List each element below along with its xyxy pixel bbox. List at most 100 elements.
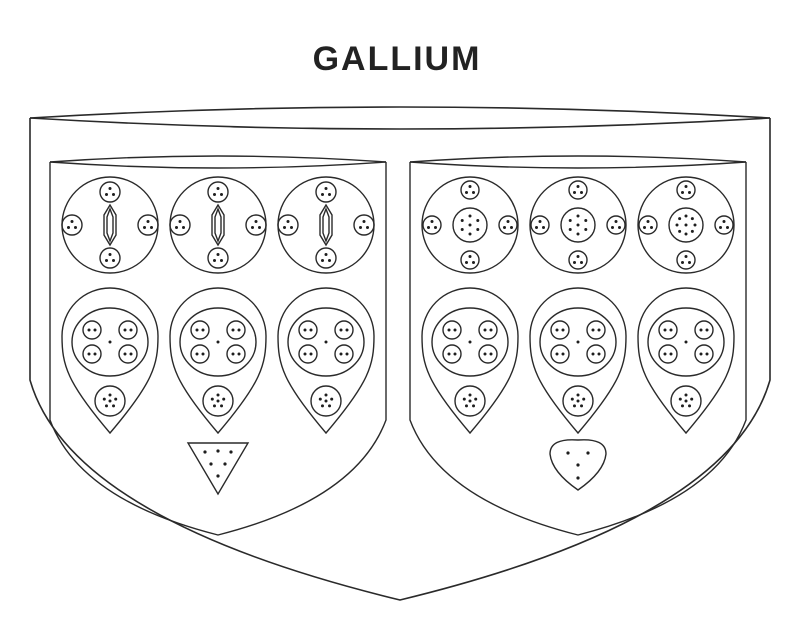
teardrop-unit [277,287,375,435]
inner-oval [179,307,257,377]
left-inner-shield [49,155,387,536]
atom-circle [568,250,588,270]
atom-circle [478,344,498,364]
atom-circle [442,320,462,340]
unit-outline [169,176,267,274]
atom-circle [460,250,480,270]
atom-circle [676,180,696,200]
cross-unit [529,176,627,274]
teardrop-unit [61,287,159,435]
lower-atom-circle [670,385,702,417]
atom-circle [82,344,102,364]
rhomb-inner [214,207,222,243]
atom-circle [190,320,210,340]
atom-circle [99,247,121,269]
atom-circle [586,344,606,364]
bottom-right-unit-group [421,287,735,435]
triangle-unit [186,442,250,496]
inner-oval [287,307,365,377]
unit-outline [61,176,159,274]
atom-circle [207,247,229,269]
atom-circle [442,344,462,364]
lower-atom-circle [454,385,486,417]
teardrop-outline [61,287,159,435]
atom-circle [694,320,714,340]
atom-circle [422,215,442,235]
lower-atom-circle [202,385,234,417]
atom-circle [638,215,658,235]
atom-circle [99,181,121,203]
bottom-left-unit-group [61,287,375,435]
atom-circle [606,215,626,235]
atom-circle [694,344,714,364]
cross-unit [421,176,519,274]
octahedral-unit [277,176,375,274]
atom-circle [226,344,246,364]
inner-oval [539,307,617,377]
atom-circle [353,214,375,236]
atom-circle [315,247,337,269]
atom-circle [82,320,102,340]
atom-circle [550,320,570,340]
atom-circle [118,320,138,340]
atom-circle [298,320,318,340]
teardrop-outline [421,287,519,435]
atom-circle [460,180,480,200]
atom-circle [658,344,678,364]
unit-outline [637,176,735,274]
lower-atom-circle [562,385,594,417]
plate-title: GALLIUM [312,40,482,78]
rhomb-inner [322,207,330,243]
inner-oval [431,307,509,377]
atom-circle [190,344,210,364]
atom-circle [676,250,696,270]
inner-oval [647,307,725,377]
teardrop-unit [529,287,627,435]
atom-circle [277,214,299,236]
unit-outline [421,176,519,274]
atom-circle [530,215,550,235]
atom-circle [207,181,229,203]
atom-circle [118,344,138,364]
right-inner-shield [409,155,747,536]
octahedral-unit [169,176,267,274]
atom-circle [498,215,518,235]
rhomb-center [103,203,117,247]
inner-oval [71,307,149,377]
unit-outline [529,176,627,274]
atom-circle [245,214,267,236]
top-right-unit-group [421,176,735,274]
lower-atom-circle [310,385,342,417]
atom-circle [137,214,159,236]
atom-circle [478,320,498,340]
teardrop-unit [421,287,519,435]
atom-circle [169,214,191,236]
atom-circle [568,180,588,200]
atom-circle [298,344,318,364]
atom-circle [315,181,337,203]
atom-circle [226,320,246,340]
atom-circle [550,344,570,364]
atom-circle [586,320,606,340]
teardrop-outline [277,287,375,435]
lower-atom-circle [94,385,126,417]
rhomb-center [319,203,333,247]
teardrop-unit [637,287,735,435]
atom-circle [334,344,354,364]
unit-outline [277,176,375,274]
octahedral-unit [61,176,159,274]
teardrop-outline [169,287,267,435]
heart-unit [549,439,607,491]
center-cluster [668,207,704,243]
top-left-unit-group [61,176,375,274]
center-cluster [560,207,596,243]
atom-circle [714,215,734,235]
cross-unit [637,176,735,274]
rhomb-center [211,203,225,247]
outer-shield [29,106,771,601]
teardrop-outline [529,287,627,435]
atom-circle [61,214,83,236]
teardrop-outline [637,287,735,435]
atom-circle [658,320,678,340]
